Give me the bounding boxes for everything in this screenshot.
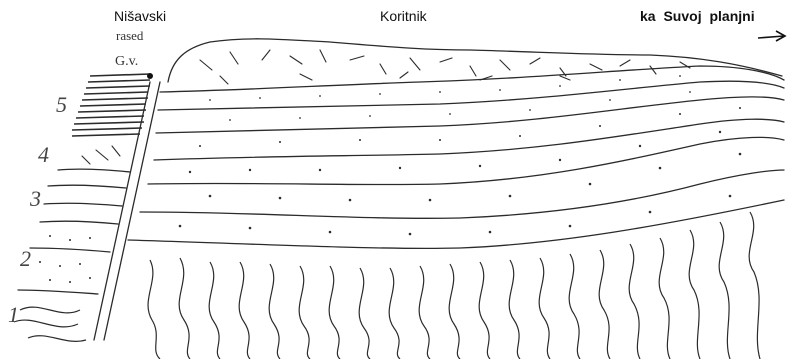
layer-number-3: 3 xyxy=(30,186,41,212)
layer-line xyxy=(140,170,784,218)
layer-number-1: 1 xyxy=(8,302,19,328)
label-koritnik: Koritnik xyxy=(380,8,427,24)
layer-number-5: 5 xyxy=(56,92,67,118)
fault-line xyxy=(104,82,160,340)
marker-dot xyxy=(147,73,153,79)
layer-line xyxy=(148,137,784,184)
label-nisavski: Nišavski xyxy=(114,8,166,24)
layer-line xyxy=(128,200,784,248)
layer-line xyxy=(154,119,784,160)
fault-line xyxy=(94,82,150,340)
label-direction: ka Suvoj planjni xyxy=(640,8,755,24)
layer-number-2: 2 xyxy=(20,246,31,272)
layer-number-4: 4 xyxy=(38,142,49,168)
hill-outline xyxy=(168,39,782,82)
label-marker: G.v. xyxy=(115,54,138,70)
label-fault: rased xyxy=(116,28,143,44)
layer-line xyxy=(158,81,784,110)
arrow-right-icon xyxy=(758,31,785,41)
